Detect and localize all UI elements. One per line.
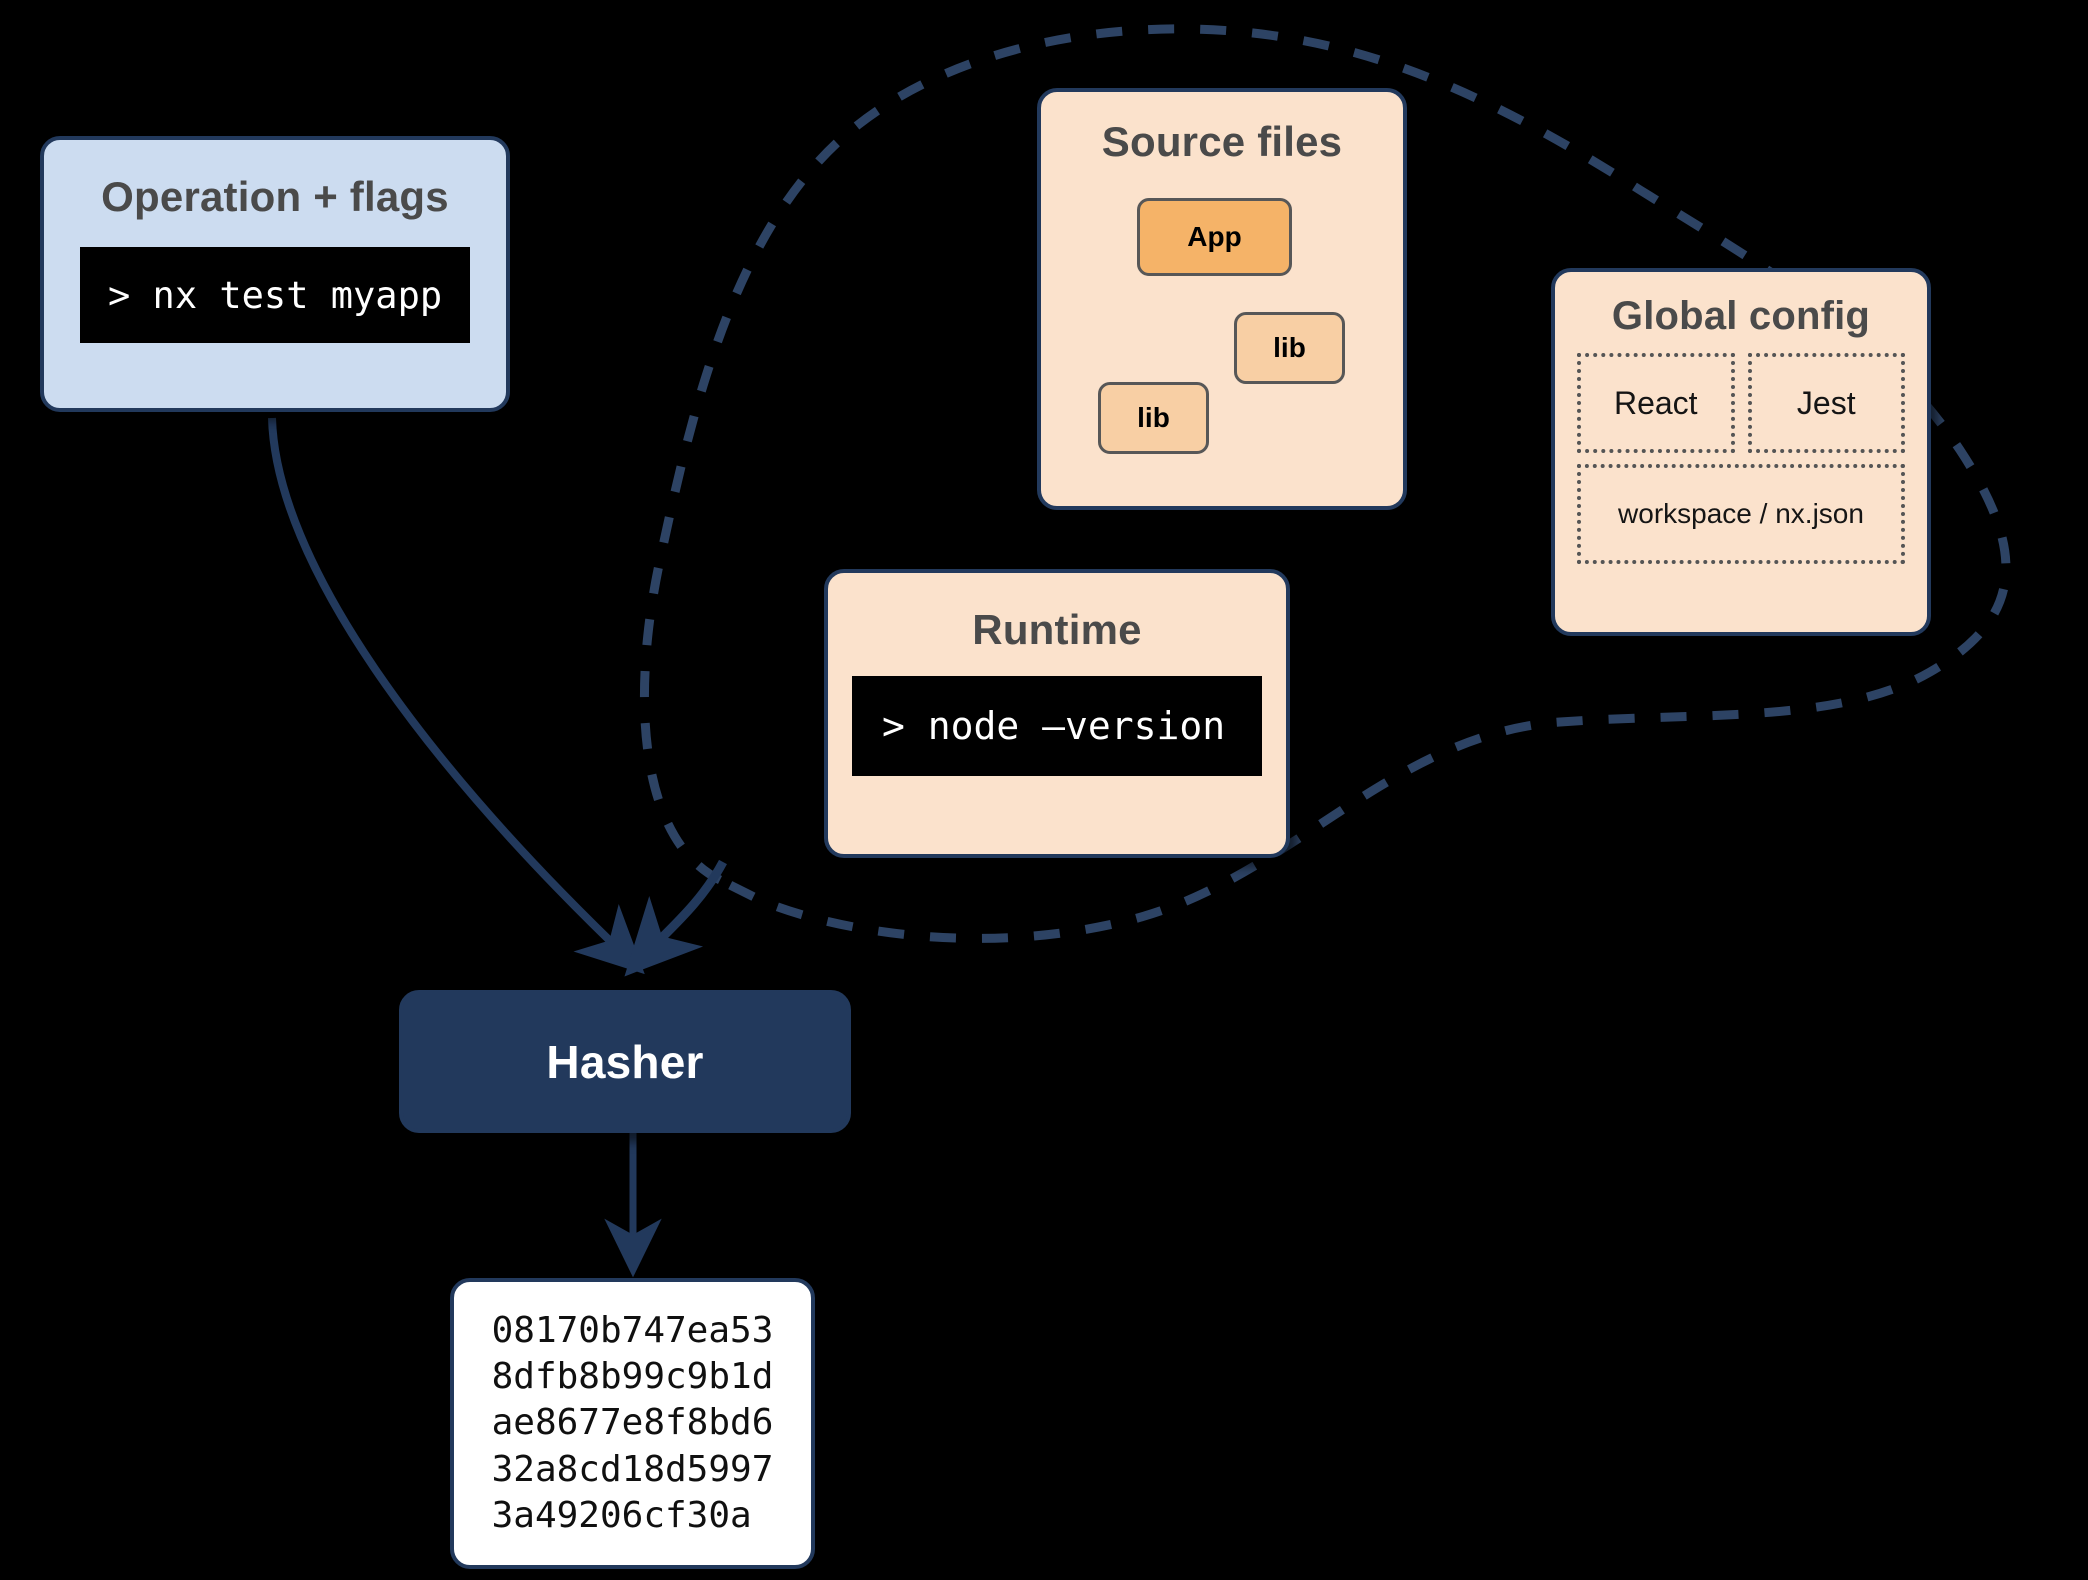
global-config-cell-react: React (1577, 353, 1735, 453)
runtime-card: Runtime > node –version (824, 569, 1290, 858)
graph-node-lib-left: lib (1098, 382, 1209, 454)
global-config-row-top: React Jest (1577, 353, 1905, 453)
hash-output-card: 08170b747ea53 8dfb8b99c9b1d ae8677e8f8bd… (450, 1278, 815, 1569)
global-config-grid: React Jest workspace / nx.json (1577, 353, 1905, 564)
graph-node-lib-right: lib (1234, 312, 1345, 384)
edge-operation-to-hasher (268, 417, 645, 975)
source-files-title: Source files (1101, 118, 1343, 165)
source-files-dependency-graph: App lib lib (1037, 166, 1407, 466)
global-config-title: Global config (1611, 294, 1871, 338)
source-files-card: Source files App lib lib (1037, 88, 1407, 510)
global-config-card: Global config React Jest workspace / nx.… (1551, 268, 1931, 636)
operation-command-terminal: > nx test myapp (80, 247, 470, 343)
runtime-command-terminal: > node –version (852, 676, 1262, 776)
graph-node-app: App (1137, 198, 1292, 276)
runtime-title: Runtime (972, 606, 1142, 653)
global-config-cell-workspace: workspace / nx.json (1577, 464, 1905, 564)
hash-output-value: 08170b747ea53 8dfb8b99c9b1d ae8677e8f8bd… (491, 1310, 774, 1536)
hasher-label: Hasher (546, 1035, 704, 1088)
edge-inputs-to-hasher (624, 859, 727, 977)
operation-flags-title: Operation + flags (101, 173, 449, 220)
global-config-cell-jest: Jest (1747, 353, 1905, 453)
operation-flags-card: Operation + flags > nx test myapp (40, 136, 510, 412)
hasher-node: Hasher (399, 990, 851, 1133)
